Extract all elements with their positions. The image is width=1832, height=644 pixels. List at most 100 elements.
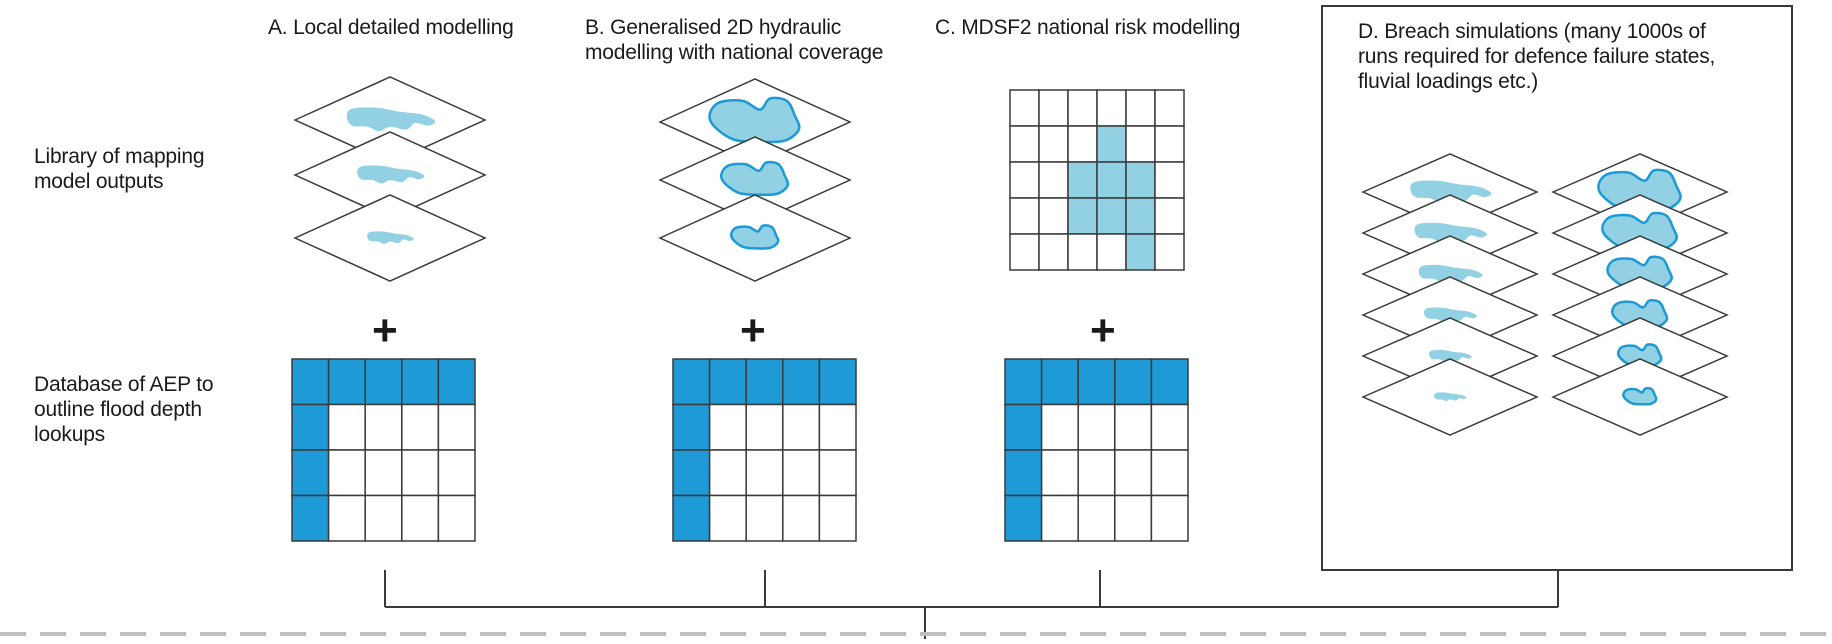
raster-cell [1009, 125, 1040, 163]
stack-d-left-layer-2 [1361, 194, 1539, 272]
lookup-table-header-cell [291, 403, 330, 451]
raster-cell [1067, 197, 1098, 235]
lookup-table-header-cell [291, 358, 330, 406]
lookup-table-cell [1040, 449, 1079, 497]
lookup-table-header-cell [672, 403, 711, 451]
raster-cell [1009, 89, 1040, 127]
lookup-table-header-cell [1004, 403, 1043, 451]
raster-cell [1038, 89, 1069, 127]
connector-lines [384, 570, 1559, 639]
lookup-table-header-cell [364, 358, 403, 406]
raster-cell [1009, 161, 1040, 199]
raster-cell [1125, 125, 1156, 163]
stack-d-left-layer-3 [1361, 235, 1539, 313]
raster-cell [1125, 197, 1156, 235]
lookup-table-header-cell [1150, 358, 1189, 406]
lookup-table-header-cell [291, 494, 330, 542]
lookup-table-cell [818, 494, 857, 542]
lookup-table-cell [1150, 494, 1189, 542]
lookup-table-cell [1150, 449, 1189, 497]
lookup-table-cell [1040, 494, 1079, 542]
stack-a-layer-2 [293, 131, 487, 219]
raster-cell [1096, 125, 1127, 163]
column-d-title: D. Breach simulations (many 1000s of run… [1358, 20, 1716, 93]
stack-d-right-layer-2 [1551, 194, 1729, 272]
lookup-table-cell [782, 449, 821, 497]
lookup-table-header-cell [745, 358, 784, 406]
stack-a-layer-1 [293, 76, 487, 164]
lookup-table-header-cell [672, 494, 711, 542]
lookup-table-b [672, 358, 857, 542]
lookup-table-cell [1077, 403, 1116, 451]
raster-cell [1009, 233, 1040, 271]
lookup-table-cell [708, 494, 747, 542]
lookup-table-cell [1114, 449, 1153, 497]
stack-d-left-layer-4 [1361, 276, 1539, 354]
raster-cell [1096, 161, 1127, 199]
mdsf2-raster-grid [1009, 89, 1185, 271]
lookup-table-cell [1150, 403, 1189, 451]
lookup-table-cell [708, 449, 747, 497]
flood-extent-shape [1410, 180, 1492, 203]
flood-extent-shape [1414, 222, 1488, 243]
stack-d-right-layer-4 [1551, 276, 1729, 354]
lookup-table-header-cell [672, 358, 711, 406]
lookup-table-header-cell [1004, 358, 1043, 406]
plus-sign-a: + [372, 306, 398, 355]
lookup-table-cell [708, 403, 747, 451]
lookup-table-cell [364, 449, 403, 497]
flood-extent-shape [719, 160, 790, 197]
lookup-table-cell [782, 494, 821, 542]
stack-d-left-layer-1 [1361, 153, 1539, 231]
plus-sign-b: + [740, 306, 766, 355]
lookup-table-cell [327, 494, 366, 542]
stack-b-layer-3 [658, 194, 852, 282]
raster-cell [1154, 161, 1185, 199]
raster-cell [1125, 161, 1156, 199]
lookup-table-cell [818, 449, 857, 497]
stack-d-right-layer-3 [1551, 235, 1729, 313]
lookup-table-c [1004, 358, 1189, 542]
stack-b-layer-1 [658, 78, 852, 166]
lookup-table-cell [364, 403, 403, 451]
flood-extent-shape [729, 224, 780, 250]
plus-sign-c: + [1090, 306, 1116, 355]
lookup-table-header-cell [818, 358, 857, 406]
lookup-table-header-cell [1004, 449, 1043, 497]
raster-cell [1154, 233, 1185, 271]
lookup-table-cell [782, 403, 821, 451]
lookup-table-cell [745, 494, 784, 542]
raster-cell [1125, 233, 1156, 271]
lookup-table-header-cell [782, 358, 821, 406]
lookup-table-header-cell [327, 358, 366, 406]
stack-d-left-layer-5 [1361, 317, 1539, 395]
stack-d-right-layer-6 [1551, 358, 1729, 436]
stack-a-layer-3 [293, 194, 487, 282]
lookup-table-cell [401, 449, 440, 497]
lookup-table-cell [818, 403, 857, 451]
raster-cell [1038, 125, 1069, 163]
lookup-table-cell [1114, 494, 1153, 542]
lookup-table-cell [437, 403, 476, 451]
raster-cell [1038, 233, 1069, 271]
lookup-table-cell [1077, 449, 1116, 497]
raster-cell [1154, 89, 1185, 127]
raster-cell [1038, 161, 1069, 199]
raster-cell [1125, 89, 1156, 127]
lookup-table-header-cell [1114, 358, 1153, 406]
lookup-table-cell [1114, 403, 1153, 451]
lookup-table-header-cell [437, 358, 476, 406]
raster-cell [1154, 197, 1185, 235]
flood-extent-shape [1424, 307, 1478, 322]
lookup-table-cell [437, 494, 476, 542]
flood-extent-shape [357, 165, 425, 184]
lookup-table-cell [401, 494, 440, 542]
row-label-database: Database of AEP to outline flood depth l… [34, 373, 214, 446]
lookup-table-a [291, 358, 476, 542]
flood-extent-shape [1429, 349, 1472, 362]
lookup-table-cell [327, 449, 366, 497]
lookup-table-cell [437, 449, 476, 497]
column-a-title: A. Local detailed modelling [268, 16, 514, 39]
row-label-library: Library of mapping model outputs [34, 145, 205, 193]
